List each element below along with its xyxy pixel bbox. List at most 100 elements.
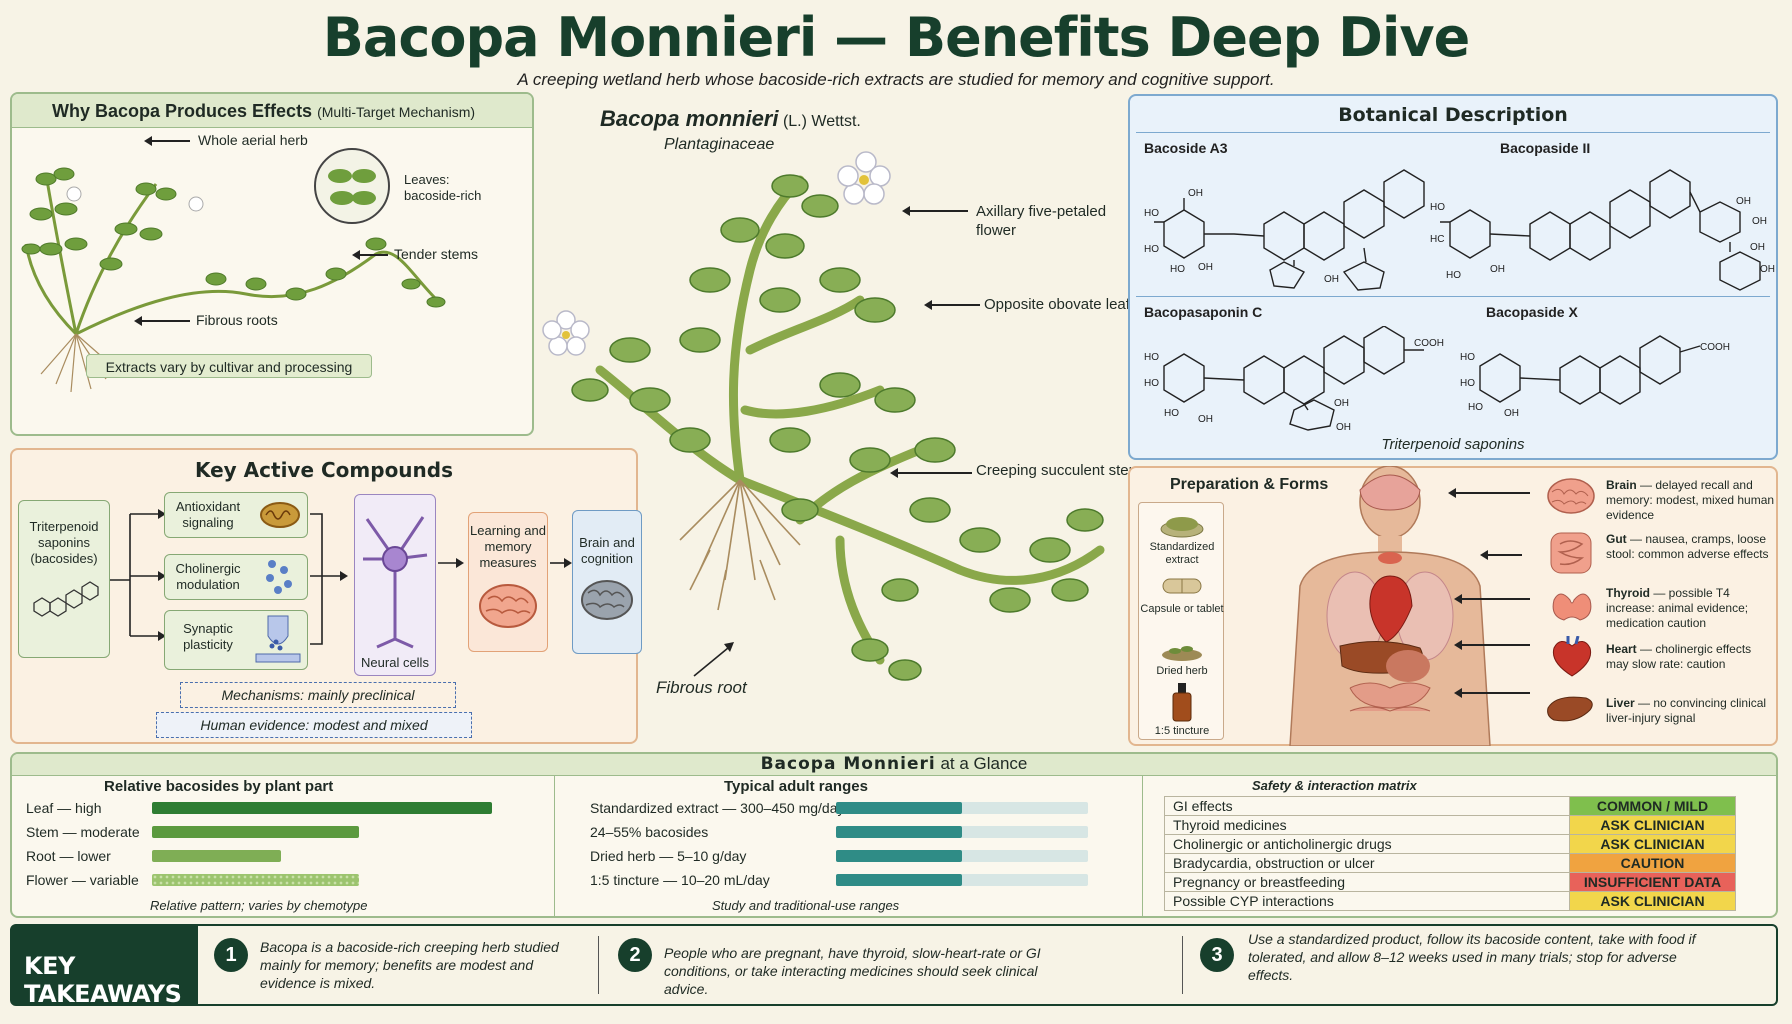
svg-text:HO: HO	[1468, 402, 1483, 413]
liver-arrow	[1454, 640, 1530, 650]
glance-panel: Bacopa Monnieri at a Glance Relative bac…	[10, 752, 1778, 918]
organ-heart-name: Heart	[1606, 642, 1637, 656]
page-subtitle: A creeping wetland herb whose bacoside-r…	[517, 70, 1275, 89]
svg-text:HO: HO	[1430, 202, 1445, 213]
safety-status: ASK CLINICIAN	[1569, 834, 1736, 854]
part-bar	[152, 850, 281, 862]
leaf-magnifier-icon	[314, 148, 390, 224]
takeaway-2-text: People who are pregnant, have thyroid, s…	[664, 945, 1041, 997]
safety-item: Bradycardia, obstruction or ulcer	[1164, 853, 1570, 873]
svg-text:HO: HO	[1144, 352, 1159, 363]
compound-name-bp2: Bacopaside II	[1500, 140, 1591, 156]
compounds-title: Key Active Compounds	[194, 458, 454, 482]
safety-status: ASK CLINICIAN	[1569, 815, 1736, 835]
takeaway-2-number: 2	[618, 938, 652, 972]
part-bar	[152, 826, 359, 838]
form-capsule: Capsule or tablet	[1140, 603, 1224, 615]
path-cholinergic-label: Cholinergic modulation	[175, 561, 241, 592]
glance-title-bold: Bacopa Monnieri	[760, 754, 936, 774]
brain-arrow	[1448, 488, 1530, 498]
neural-cells-box: Neural cells	[354, 494, 436, 676]
plant-name: Bacopa monnieri	[600, 106, 779, 131]
leaf-arrow	[924, 300, 980, 310]
svg-text:COOH: COOH	[1414, 338, 1444, 349]
plant-author: (L.) Wettst.	[782, 113, 861, 130]
neuron-icon	[363, 516, 428, 649]
organ-heart-text: — cholinergic effects may slow rate: cau…	[1606, 642, 1752, 671]
label-fibrous-roots: Fibrous roots	[196, 312, 278, 328]
organ-thyroid-name: Thyroid	[1606, 586, 1650, 600]
part-row-label: Stem — moderate	[26, 824, 140, 840]
organ-brain-name: Brain	[1606, 478, 1637, 492]
plant-family: Plantaginaceae	[664, 136, 775, 153]
organ-brain: Brain — delayed recall and memory: modes…	[1606, 478, 1776, 523]
range-row-label: Standardized extract — 300–450 mg/day	[590, 800, 845, 816]
form-tincture: 1:5 tincture	[1154, 725, 1210, 737]
triterpenoid-footer-label: Triterpenoid saponins	[1369, 436, 1537, 453]
svg-text:OH: OH	[1198, 262, 1213, 273]
compounds-flow-lines	[110, 509, 166, 641]
extract-variation-note: Extracts vary by cultivar and processing	[86, 354, 372, 378]
svg-text:HO: HO	[1170, 264, 1185, 275]
safety-item: Cholinergic or anticholinergic drugs	[1164, 834, 1570, 854]
safety-status: CAUTION	[1569, 853, 1736, 873]
takeaway-3-number: 3	[1200, 938, 1234, 972]
safety-title: Safety & interaction matrix	[1252, 778, 1417, 793]
label-leaf: Opposite obovate leaf	[984, 296, 1130, 313]
svg-text:HO: HO	[1164, 408, 1179, 419]
takeaway-3-text: Use a standardized product, follow its b…	[1248, 931, 1696, 983]
form-standardized: Standardized extract	[1149, 541, 1215, 566]
receptor-vesicles-icon	[266, 560, 292, 594]
brain-grey-icon	[581, 580, 633, 620]
synapse-icon	[255, 615, 301, 663]
page-title: Bacopa Monnieri — Benefits Deep Dive	[322, 6, 1471, 69]
gut-organ-icon	[1550, 532, 1592, 574]
to-brain-arrow	[550, 558, 572, 568]
merge-lines	[310, 513, 348, 645]
dried-herb-icon	[1162, 646, 1202, 661]
roots-arrow	[134, 316, 190, 326]
parts-title: Relative bacosides by plant part	[104, 778, 334, 795]
svg-text:OH: OH	[1336, 422, 1351, 433]
takeaway-divider-2	[1182, 936, 1183, 994]
brain-cognition-box: Brain and cognition	[572, 510, 642, 654]
takeaways-bar: KEY TAKEAWAYS 1 Bacopa is a bacoside-ric…	[10, 924, 1778, 1008]
organ-heart: Heart — cholinergic effects may slow rat…	[1606, 642, 1776, 672]
svg-text:HO: HO	[1460, 378, 1475, 389]
range-bar-fill	[836, 826, 962, 838]
part-bar	[152, 802, 492, 814]
bacopa-plant-illustration	[542, 151, 1105, 681]
compound-name-bsc: Bacopasaponin C	[1144, 304, 1263, 320]
thyroid-organ-icon	[1552, 593, 1592, 621]
svg-text:HO: HO	[1144, 378, 1159, 389]
label-stem: Creeping succulent stem	[976, 462, 1142, 479]
botanical-panel: Botanical Description Bacoside A3 Bacopa…	[1128, 94, 1778, 460]
botanical-title: Botanical Description	[1338, 104, 1568, 126]
label-tender-stems: Tender stems	[394, 246, 479, 262]
organ-liver-name: Liver	[1606, 696, 1635, 710]
organ-thyroid: Thyroid — possible T4 increase: animal e…	[1606, 586, 1776, 631]
root-arrow	[693, 642, 734, 677]
to-learning-arrow	[438, 558, 464, 568]
range-bar-fill	[836, 802, 962, 814]
preparation-title: Preparation & Forms	[1170, 476, 1329, 493]
flower-arrow	[902, 206, 968, 216]
mitochondria-icon	[260, 502, 300, 528]
liver-lower-arrow	[1454, 688, 1530, 698]
organ-thyroid-text: — possible T4 increase: animal evidence;…	[1606, 586, 1749, 630]
safety-status: INSUFFICIENT DATA	[1569, 872, 1736, 892]
glance-title-rest: at a Glance	[935, 754, 1028, 773]
learning-box: Learning and memory measures	[468, 512, 548, 652]
triterpenoid-structure-icon	[33, 581, 99, 617]
glance-header: Bacopa Monnieri at a Glance	[12, 754, 1776, 776]
glance-divider-1	[554, 776, 555, 916]
path-cholinergic: Cholinergic modulation	[164, 554, 308, 600]
svg-text:HO: HO	[1144, 244, 1159, 255]
brain-organ-icon	[1547, 478, 1595, 514]
